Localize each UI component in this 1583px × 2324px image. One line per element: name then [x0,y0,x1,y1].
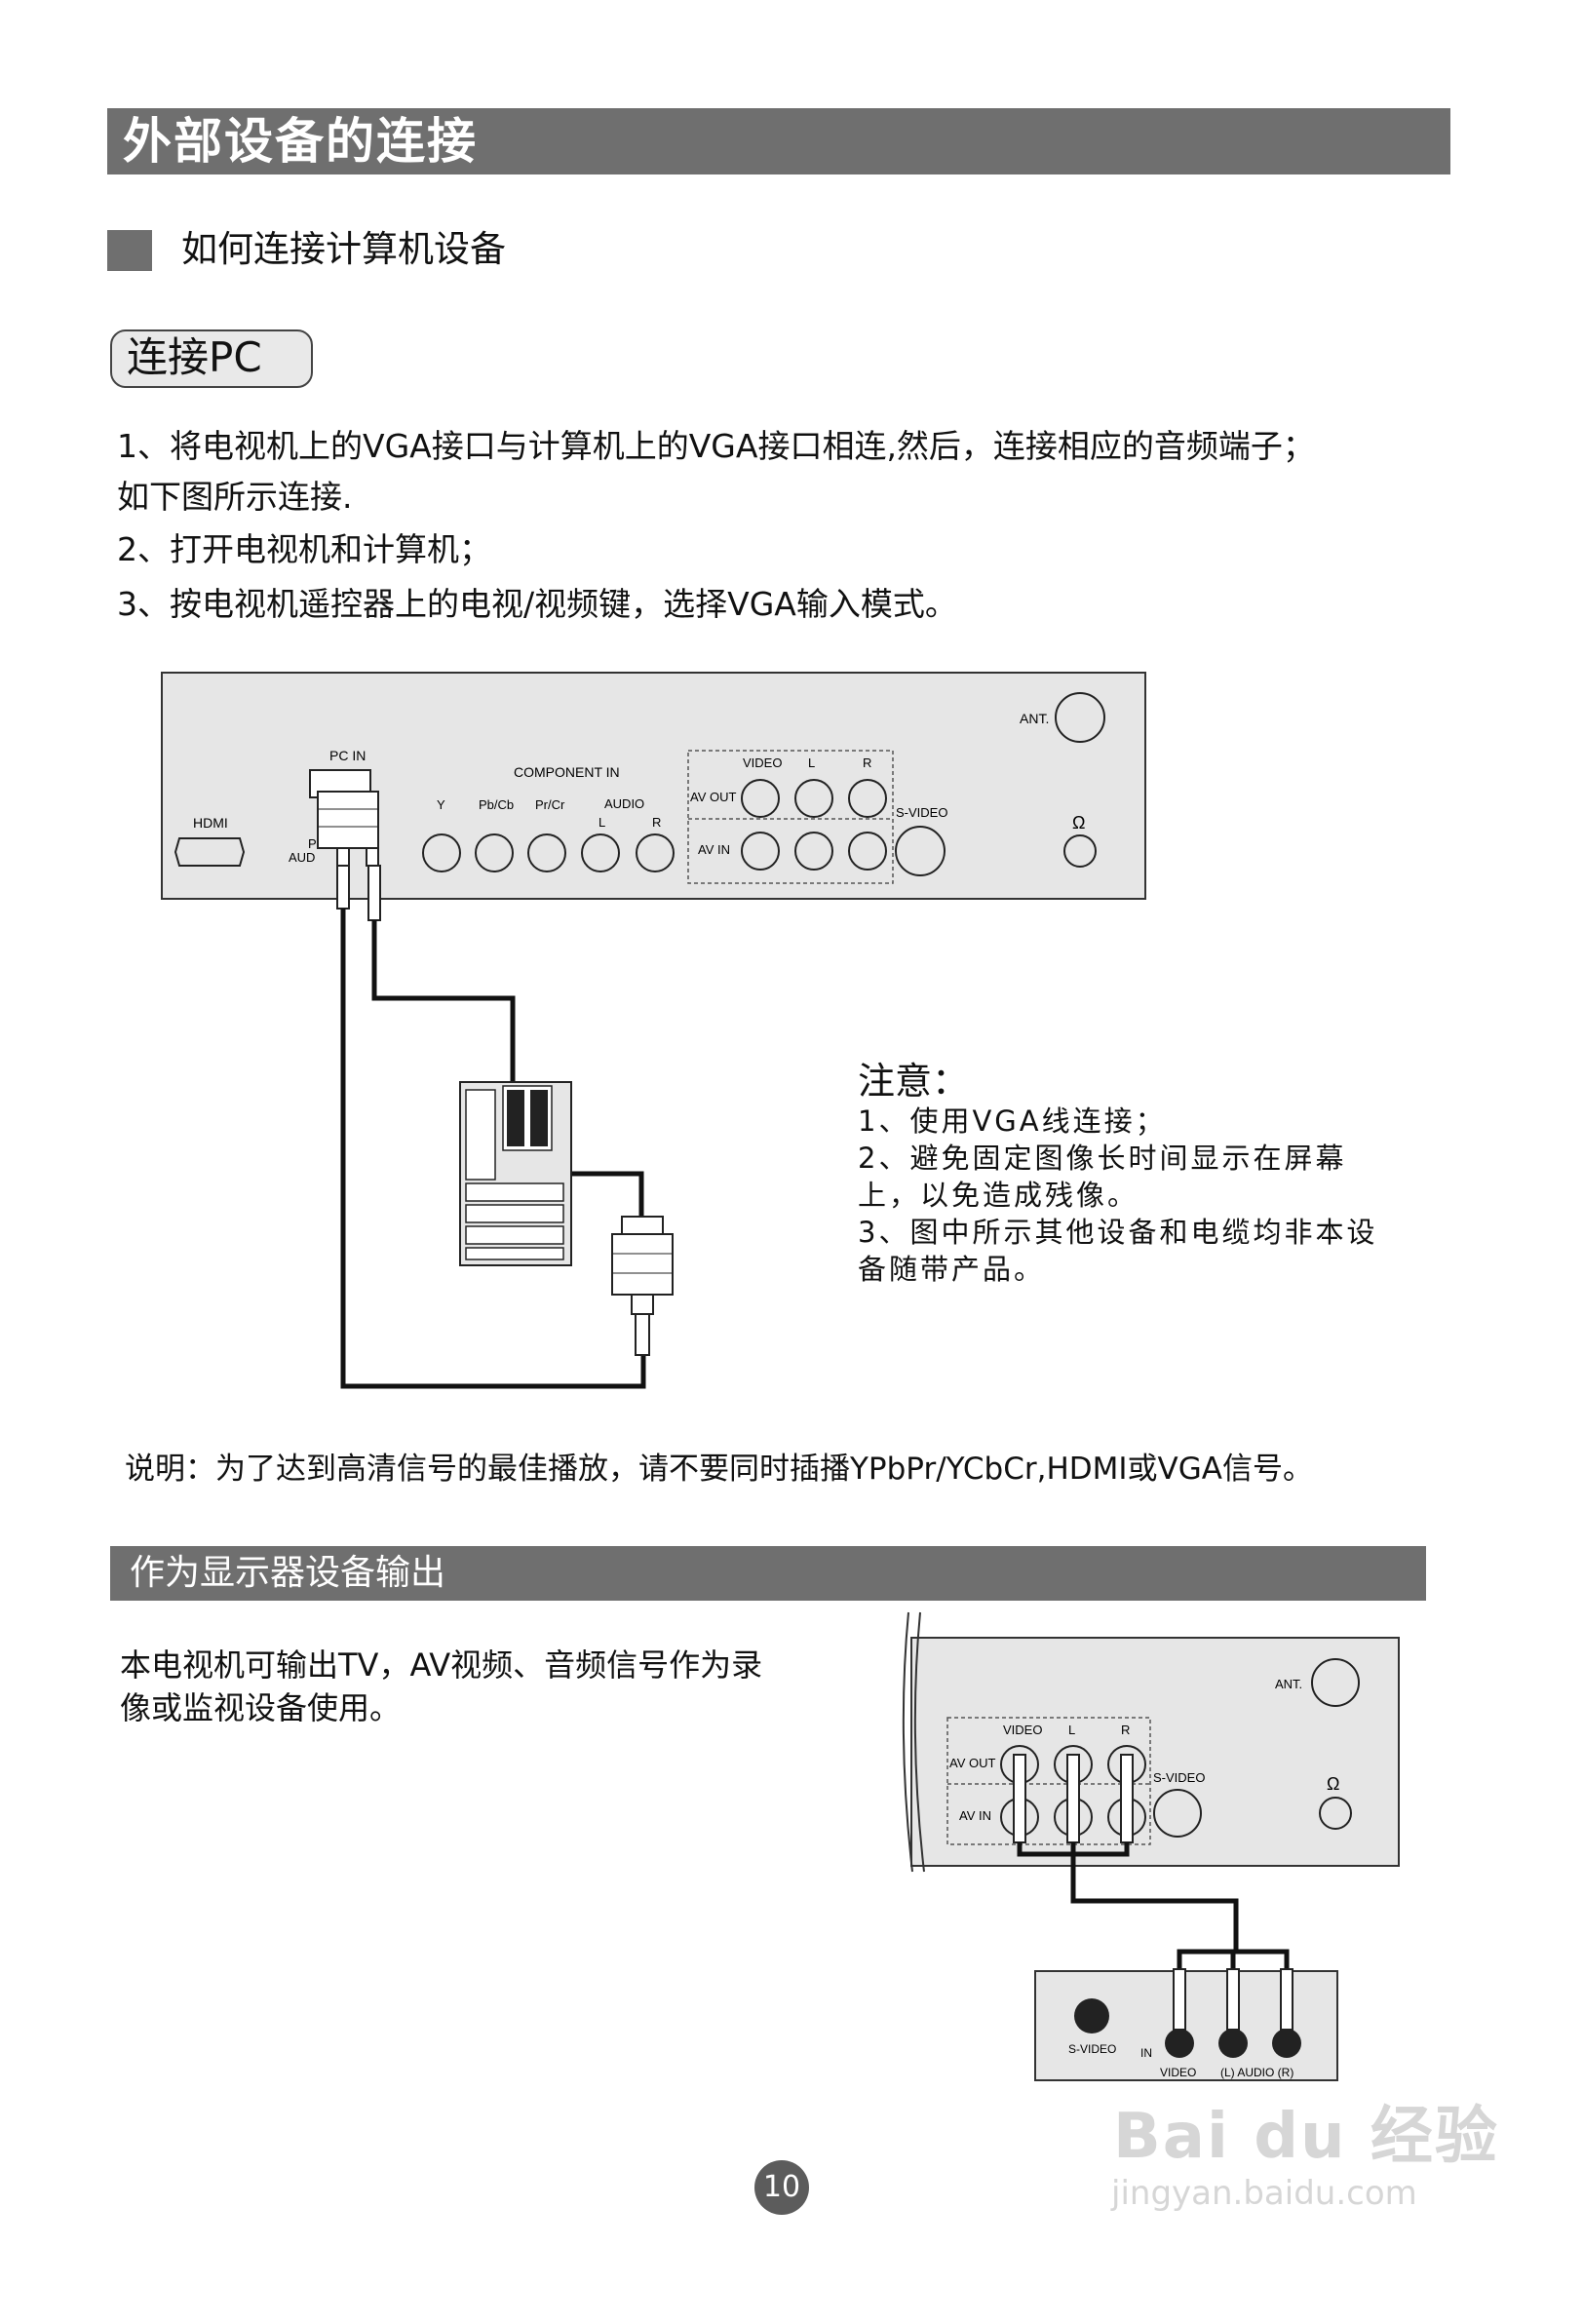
r-label-2: R [1121,1723,1130,1737]
component-in-label: COMPONENT IN [514,764,620,780]
audio-l-label: L [598,815,605,830]
section-marker [107,230,152,271]
note-line-2: 2、避免固定图像长时间显示在屏幕 [858,1142,1347,1175]
headphone-icon-2: Ω [1327,1774,1339,1794]
page-title: 外部设备的连接 [123,113,478,170]
av-out-label-2: AV OUT [949,1756,995,1770]
section-heading: 如何连接计算机设备 [181,228,506,270]
vcr-audio-label: (L) AUDIO (R) [1220,2066,1293,2079]
page-number: 10 [754,2160,809,2215]
hdmi-port [174,837,246,867]
section2-bar [110,1546,1426,1601]
av-out-label: AV OUT [690,790,736,804]
headphone-icon: Ω [1072,813,1085,833]
section2-body-line-1: 本电视机可输出TV，AV视频、音频信号作为录 [120,1646,763,1684]
audio-r-label: R [652,815,661,830]
note-title: 注意： [858,1060,970,1103]
note-line-4: 3、图中所示其他设备和电缆均非本设 [858,1216,1378,1249]
step-1-cont: 如下图所示连接. [117,478,353,516]
ant-port-2 [1311,1658,1360,1707]
pbcb-label: Pb/Cb [479,797,514,812]
vga-plug [317,791,379,849]
subsection-pill-label: 连接PC [127,333,262,381]
section2-body-line-2: 像或监视设备使用。 [120,1689,402,1726]
note-line-5: 备随带产品。 [858,1253,1046,1286]
av-in-label: AV IN [698,842,730,857]
note-line-3: 上，以免造成残像。 [858,1179,1139,1212]
step-3: 3、按电视机遥控器上的电视/视频键，选择VGA输入模式。 [117,585,957,623]
section2-title: 作为显示器设备输出 [130,1553,446,1593]
audio-l-port [581,833,620,872]
prcr-port [527,833,566,872]
watermark-url: jingyan.baidu.com [1111,2174,1417,2213]
title-bar [107,108,1450,174]
s-video-label: S-VIDEO [896,805,947,820]
vcr-s-video-label: S-VIDEO [1068,2042,1116,2056]
subsection-pill [110,329,313,388]
av-group [687,750,894,884]
audio-label: AUDIO [604,796,644,811]
ant-label-2: ANT. [1275,1677,1302,1691]
pc-vga-plug [611,1233,674,1296]
av-output-diagram: ANT. VIDEO L R AV OUT AV IN S-VIDEO Ω S-… [902,1611,1400,2081]
av-l-label: L [808,755,815,770]
pc-connection-diagram: ANT. PC IN COMPONENT IN HDMI P AUD Y Pb/… [161,672,1146,1389]
video-label-2: VIDEO [1003,1723,1042,1737]
video-label: VIDEO [743,755,782,770]
hdmi-label: HDMI [193,815,228,831]
step-1: 1、将电视机上的VGA接口与计算机上的VGA接口相连,然后，连接相应的音频端子； [117,427,1315,465]
y-label: Y [437,797,445,812]
s-video-label-2: S-VIDEO [1153,1770,1205,1785]
prcr-label: Pr/Cr [535,797,565,812]
vcr-s-video-port [1074,1998,1109,2034]
vcr-in-label: IN [1140,2046,1152,2060]
watermark-logo: Bai du 经验 [1113,2101,1499,2173]
ant-port [1055,692,1105,743]
s-video-port [895,826,946,876]
l-label-2: L [1068,1723,1075,1737]
aud-label: AUD [289,850,315,865]
vcr-video-label: VIDEO [1160,2066,1196,2079]
p-label: P [308,836,317,851]
pc-in-label: PC IN [329,748,366,763]
audio-r-port [636,833,675,872]
ant-label: ANT. [1020,711,1049,726]
y-port [422,833,461,872]
pbcb-port [475,833,514,872]
explanation-text: 说明：为了达到高清信号的最佳播放，请不要同时插播YPbPr/YCbCr,HDMI… [125,1452,1313,1487]
headphone-port [1063,834,1097,868]
note-line-1: 1、使用VGA线连接； [858,1104,1167,1138]
av-in-label-2: AV IN [959,1808,991,1823]
step-2: 2、打开电视机和计算机； [117,530,491,568]
av-r-label: R [863,755,871,770]
